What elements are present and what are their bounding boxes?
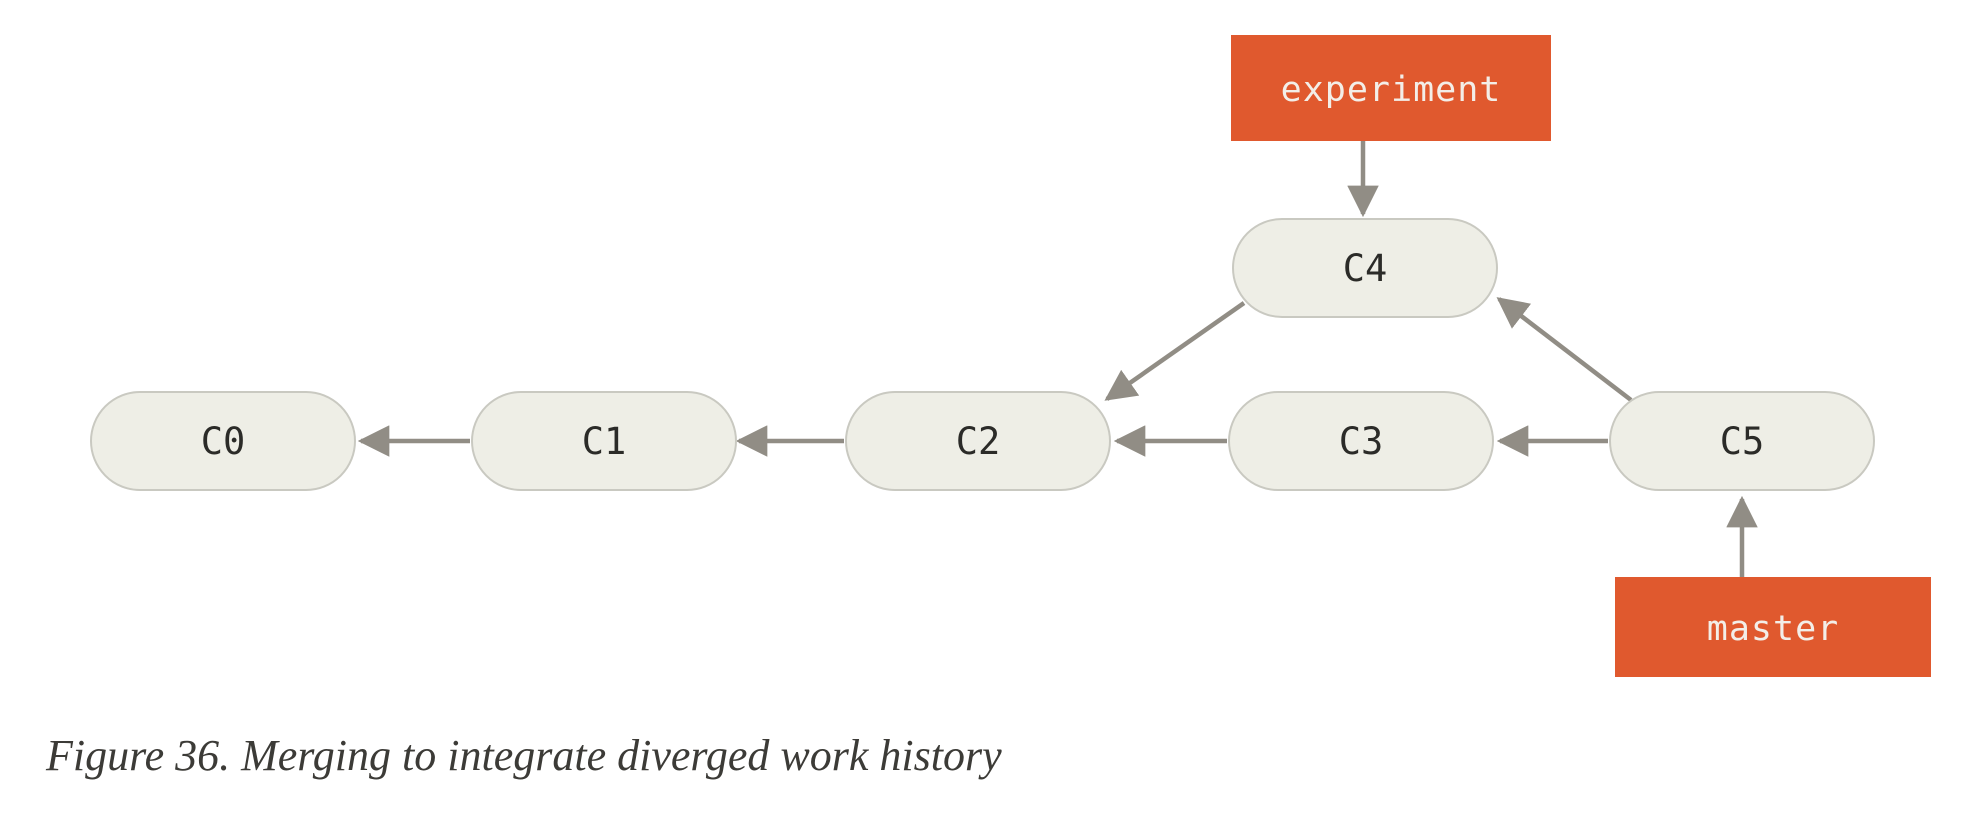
commit-pill-c5 <box>1609 391 1875 491</box>
commit-node-c1: C1 <box>471 391 737 491</box>
commit-label-c5: C5 <box>1720 420 1765 463</box>
branch-name-master: master <box>1707 609 1839 649</box>
commit-pill-c2 <box>845 391 1111 491</box>
edge-c4-to-c2 <box>1104 301 1246 401</box>
branch-box-experiment <box>1231 35 1551 141</box>
commit-node-c3: C3 <box>1228 391 1494 491</box>
commit-label-c1: C1 <box>582 420 627 463</box>
commit-node-c2: C2 <box>845 391 1111 491</box>
commit-node-c4: C4 <box>1232 218 1498 318</box>
branch-label-master: master <box>1615 577 1931 677</box>
figure-caption: Figure 36. Merging to integrate diverged… <box>46 731 1002 780</box>
commit-label-c3: C3 <box>1339 420 1384 463</box>
commit-label-c0: C0 <box>201 420 246 463</box>
commit-node-c0: C0 <box>90 391 356 491</box>
commit-pill-c3 <box>1228 391 1494 491</box>
commit-pill-c1 <box>471 391 737 491</box>
branch-name-experiment: experiment <box>1281 70 1502 110</box>
commit-label-c4: C4 <box>1343 247 1388 290</box>
commit-pill-c0 <box>90 391 356 491</box>
edge-c5-to-c4 <box>1496 297 1633 402</box>
git-graph-diagram: C0 C1 C2 C3 C4 C5 <box>90 35 1931 677</box>
branch-box-master <box>1615 577 1931 677</box>
commit-pill-c4 <box>1232 218 1498 318</box>
commit-label-c2: C2 <box>956 420 1001 463</box>
commit-node-c5: C5 <box>1609 391 1875 491</box>
branch-label-experiment: experiment <box>1231 35 1551 141</box>
branch-labels: experiment master <box>1231 35 1931 677</box>
edges <box>357 141 1758 577</box>
commit-nodes: C0 C1 C2 C3 C4 C5 <box>90 218 1875 491</box>
